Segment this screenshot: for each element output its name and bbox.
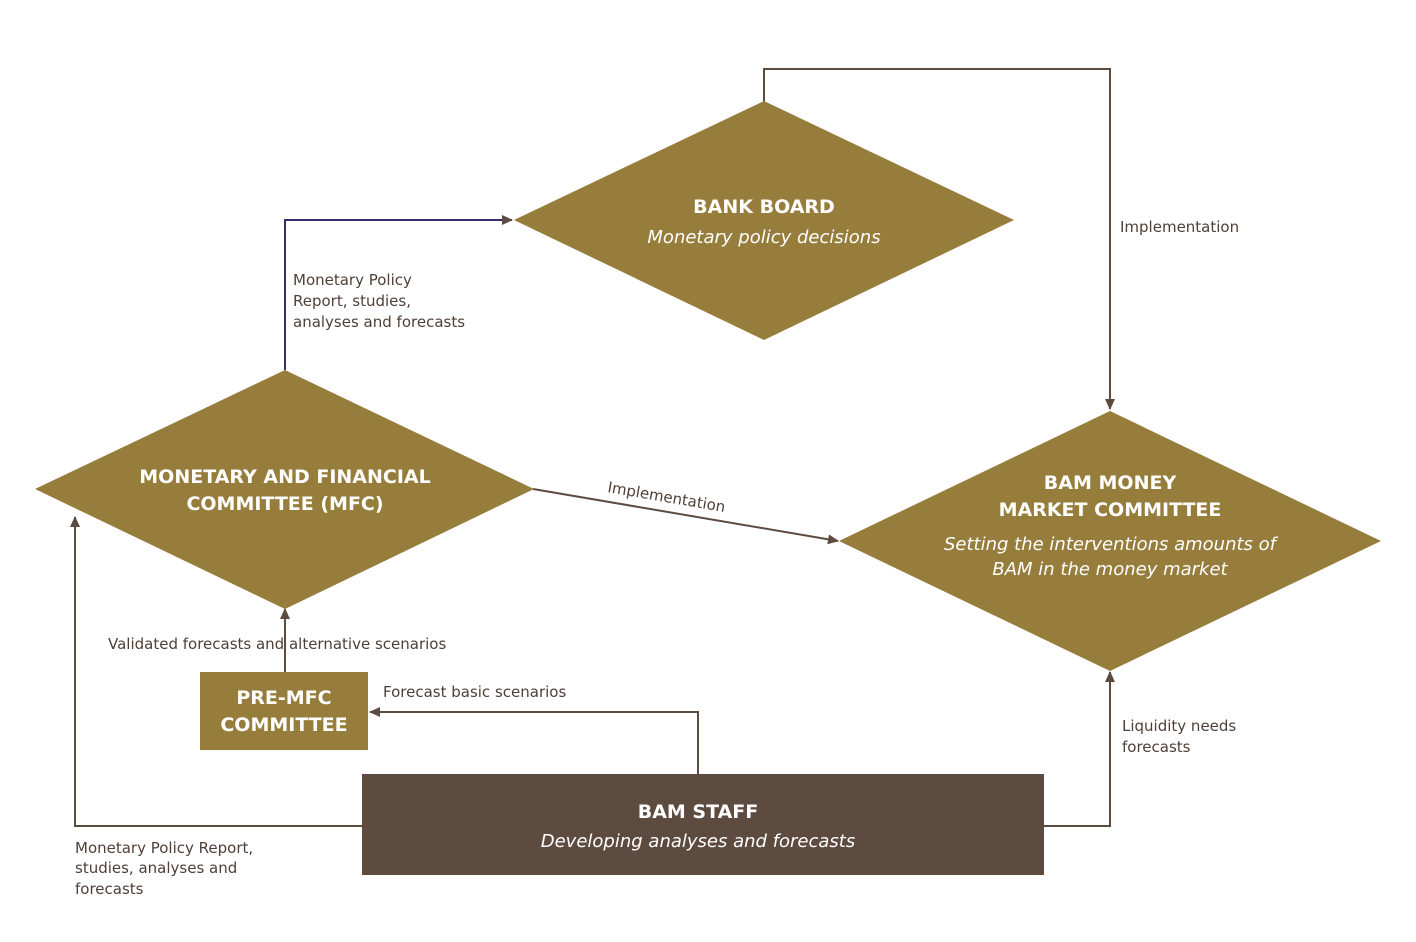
- edge-staff-to-mfc: [70, 516, 362, 827]
- money-market-subtitle-line2: BAM in the money market: [992, 559, 1228, 580]
- edge-mfc-to-board: [284, 215, 513, 370]
- money-market-diamond: [839, 411, 1381, 671]
- bank-board-subtitle: Monetary policy decisions: [647, 227, 880, 248]
- label-staff-to-money-market: Liquidity needs forecasts: [1122, 717, 1236, 756]
- pre-mfc-title-line2: COMMITTEE: [220, 714, 347, 736]
- bam-staff-box: [362, 774, 1044, 875]
- edge-staff-to-money-market: [1044, 671, 1115, 827]
- label-staff-to-money-market-line2: forecasts: [1122, 738, 1191, 756]
- label-staff-to-mfc-line3: forecasts: [75, 880, 144, 898]
- label-premfc-to-mfc: Validated forecasts and alternative scen…: [108, 635, 446, 653]
- label-mfc-to-board-line3: analyses and forecasts: [293, 313, 465, 331]
- mfc-title-line1: MONETARY AND FINANCIAL: [139, 466, 430, 488]
- label-mfc-to-board-line2: Report, studies,: [293, 292, 411, 310]
- mfc-diamond: [35, 370, 534, 609]
- money-market-title-line2: MARKET COMMITTEE: [999, 499, 1222, 521]
- bank-board-diamond: [514, 101, 1014, 340]
- bam-staff-title: BAM STAFF: [638, 801, 759, 823]
- label-staff-to-money-market-line1: Liquidity needs: [1122, 717, 1236, 735]
- mfc-title-line2: COMMITTEE (MFC): [186, 493, 383, 515]
- label-board-to-money-market: Implementation: [1120, 218, 1239, 236]
- label-staff-to-premfc: Forecast basic scenarios: [383, 683, 566, 701]
- node-bam-staff: BAM STAFF Developing analyses and foreca…: [362, 774, 1044, 875]
- edge-board-to-money-market: [763, 68, 1115, 410]
- node-pre-mfc: PRE-MFC COMMITTEE: [200, 672, 368, 750]
- node-bank-board: BANK BOARD Monetary policy decisions: [514, 101, 1014, 340]
- pre-mfc-box: [200, 672, 368, 750]
- edge-staff-to-premfc: [369, 707, 699, 774]
- label-staff-to-mfc-line1: Monetary Policy Report,: [75, 839, 253, 857]
- pre-mfc-title-line1: PRE-MFC: [236, 687, 331, 709]
- label-staff-to-mfc-line2: studies, analyses and: [75, 859, 237, 877]
- node-mfc: MONETARY AND FINANCIAL COMMITTEE (MFC): [35, 370, 534, 609]
- label-mfc-to-board: Monetary Policy Report, studies, analyse…: [293, 271, 465, 331]
- money-market-title-line1: BAM MONEY: [1044, 472, 1177, 494]
- bam-staff-subtitle: Developing analyses and forecasts: [541, 831, 855, 852]
- bank-board-title: BANK BOARD: [693, 196, 835, 218]
- label-mfc-to-money-market: Implementation: [606, 478, 726, 516]
- money-market-subtitle-line1: Setting the interventions amounts of: [944, 534, 1279, 555]
- edge-mfc-to-money-market: [532, 488, 839, 545]
- node-money-market: BAM MONEY MARKET COMMITTEE Setting the i…: [839, 411, 1381, 671]
- label-staff-to-mfc: Monetary Policy Report, studies, analyse…: [75, 839, 253, 898]
- label-mfc-to-board-line1: Monetary Policy: [293, 271, 412, 289]
